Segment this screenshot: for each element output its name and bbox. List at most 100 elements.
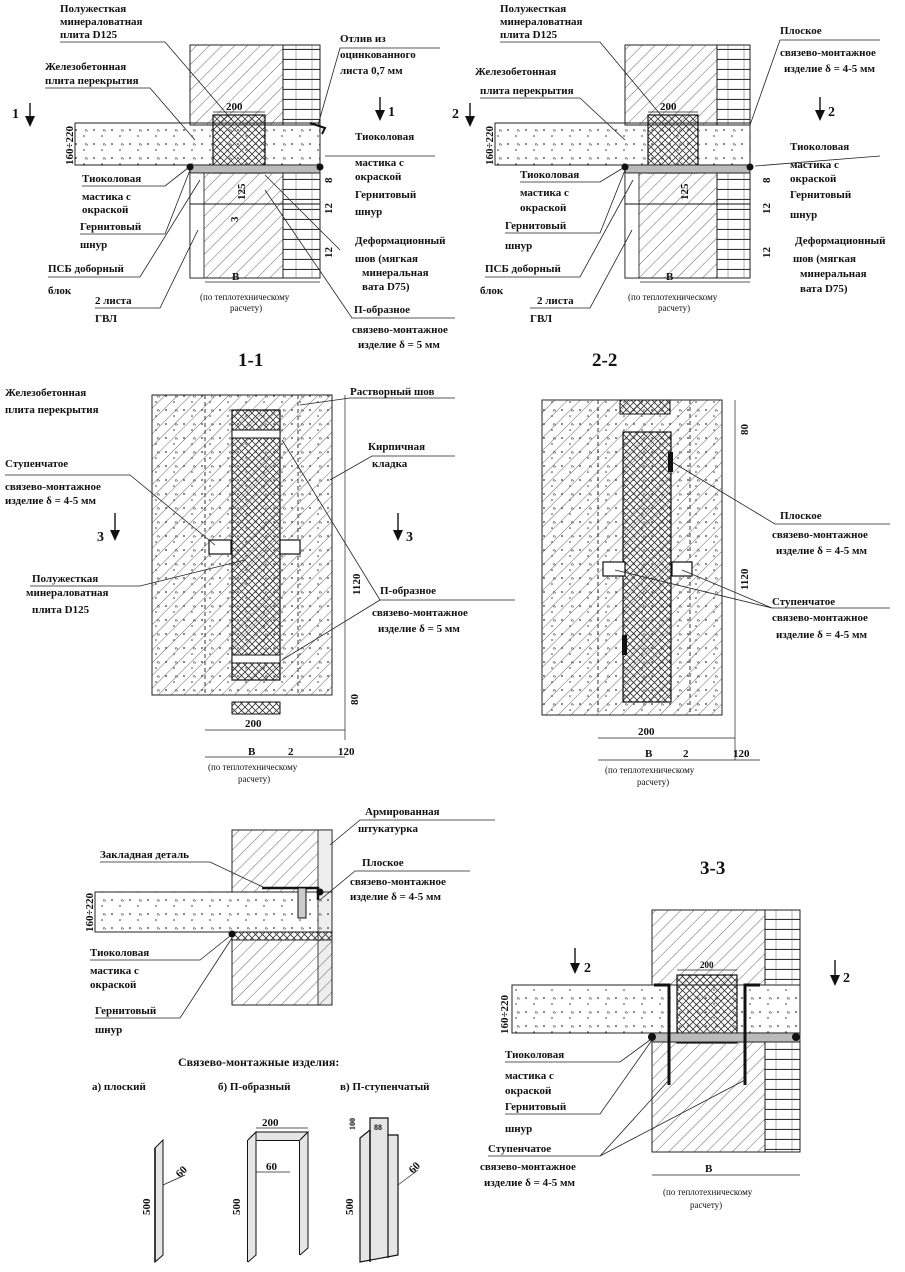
b-note-s33-line1: (по теплотехническому bbox=[663, 1187, 753, 1197]
svg-text:Плоское: Плоское bbox=[362, 857, 404, 869]
svg-text:Плоское: Плоское bbox=[780, 25, 822, 37]
label-psb-block-1: ПСБ доборный блок bbox=[48, 179, 201, 297]
svg-text:плита перекрытия: плита перекрытия bbox=[480, 85, 574, 97]
section-2-2: 2-2 80 1120 200 В 2 120 (по теплотехниче… bbox=[541, 350, 890, 787]
svg-text:окраской: окраской bbox=[520, 202, 567, 214]
dim-60c: 60 bbox=[407, 1160, 424, 1177]
svg-text:Железобетонная: Железобетонная bbox=[5, 387, 86, 399]
svg-text:окраской: окраской bbox=[82, 204, 129, 216]
svg-text:шов (мягкая: шов (мягкая bbox=[793, 253, 856, 265]
label-thiokol-s33: Тиоколовая мастика с окраской bbox=[505, 1039, 651, 1097]
label-hernit-right-1: Гернитовый шнур bbox=[355, 189, 417, 218]
label-flat-tie-3: Плоское связево-монтажное изделие δ = 4-… bbox=[319, 857, 470, 903]
label-u-tie-s11: П-образное связево-монтажное изделие δ =… bbox=[281, 439, 515, 661]
svg-text:Полужесткая: Полужесткая bbox=[32, 573, 98, 585]
svg-text:мастика с: мастика с bbox=[355, 157, 404, 169]
dim-b-s11: В bbox=[248, 746, 256, 758]
svg-text:Плоское: Плоское bbox=[780, 510, 822, 522]
dim-2-s11: 2 bbox=[288, 746, 294, 758]
gvl-sheets bbox=[189, 172, 205, 279]
dim-12a-2: 12 bbox=[761, 203, 773, 215]
svg-text:блок: блок bbox=[48, 285, 72, 297]
cut-mark-1-right: 1 bbox=[388, 105, 395, 120]
b-note-s33-line2: расчету) bbox=[690, 1200, 722, 1210]
svg-text:шнур: шнур bbox=[80, 239, 107, 251]
svg-text:мастика с: мастика с bbox=[790, 159, 839, 171]
svg-text:Железобетонная: Железобетонная bbox=[45, 61, 126, 73]
svg-text:шнур: шнур bbox=[95, 1024, 122, 1036]
cut-mark-2-s33-right: 2 bbox=[843, 971, 850, 986]
dim-120-s22: 120 bbox=[733, 748, 750, 760]
section-3-3-insulation bbox=[676, 974, 738, 1044]
svg-text:вата D75): вата D75) bbox=[362, 281, 410, 293]
section-1-1-title: 1-1 bbox=[238, 350, 263, 371]
tie-label-u-stepped: в) П-ступенчатый bbox=[340, 1081, 430, 1093]
svg-text:Гернитовый: Гернитовый bbox=[80, 221, 142, 233]
svg-text:минераловатная: минераловатная bbox=[60, 16, 143, 28]
section-3-3: 3-3 200 160÷220 В (по теплотехническому … bbox=[480, 858, 850, 1210]
dim-b-2: В bbox=[666, 271, 674, 283]
b-note-s22-line2: расчету) bbox=[637, 777, 669, 787]
dim-60a: 60 bbox=[174, 1164, 191, 1181]
label-mineral-slab-2: Полужесткая минераловатная плита D125 bbox=[500, 3, 666, 121]
label-gvl-2: 2 листа ГВЛ bbox=[530, 229, 633, 325]
svg-text:минераловатная: минераловатная bbox=[26, 587, 109, 599]
cut-mark-3-right: 3 bbox=[406, 530, 413, 545]
label-gvl-1: 2 листа ГВЛ bbox=[95, 229, 199, 325]
cut-mark-2-s33-left: 2 bbox=[584, 961, 591, 976]
svg-text:Тиоколовая: Тиоколовая bbox=[82, 173, 141, 185]
dim-200-2: 200 bbox=[660, 101, 677, 113]
dim-8: 8 bbox=[323, 177, 335, 183]
svg-text:Закладная деталь: Закладная деталь bbox=[100, 849, 189, 861]
svg-text:изделие δ = 4-5 мм: изделие δ = 4-5 мм bbox=[484, 1177, 576, 1189]
b-note-line1: (по теплотехническому bbox=[200, 292, 290, 302]
label-reinforced-plaster: Армированная штукатурка bbox=[329, 806, 495, 846]
label-deform-joint-1: Деформационный шов (мягкая минеральная в… bbox=[264, 174, 446, 293]
svg-text:связево-монтажное: связево-монтажное bbox=[772, 612, 868, 624]
mineral-wool-insert bbox=[212, 114, 266, 174]
svg-text:Ступенчатое: Ступенчатое bbox=[5, 458, 68, 470]
label-flat-tie-2: Плоское связево-монтажное изделие δ = 4-… bbox=[749, 25, 880, 126]
label-thiokol-right-2: Тиоколовая мастика с окраской bbox=[754, 141, 881, 185]
label-rc-slab-2: Железобетонная плита перекрытия bbox=[475, 66, 626, 141]
svg-text:изделие δ = 4-5 мм: изделие δ = 4-5 мм bbox=[776, 545, 868, 557]
label-hernit-s33: Гернитовый шнур bbox=[505, 1039, 653, 1135]
label-step-tie-s22: Ступенчатое связево-монтажное изделие δ … bbox=[614, 569, 890, 641]
label-hernit-3: Гернитовый шнур bbox=[95, 937, 233, 1036]
svg-text:Гернитовый: Гернитовый bbox=[505, 1101, 567, 1113]
detail-3: 160÷220 Армированная штукатурка Закладна… bbox=[84, 806, 495, 1036]
svg-text:Кирпичная: Кирпичная bbox=[368, 441, 425, 453]
dim-500b: 500 bbox=[231, 1198, 243, 1215]
dim-1120: 1120 bbox=[351, 573, 363, 595]
svg-text:связево-монтажное: связево-монтажное bbox=[352, 324, 448, 336]
svg-text:плита перекрытия: плита перекрытия bbox=[5, 404, 99, 416]
tie-label-u-shaped: б) П-образный bbox=[218, 1081, 291, 1093]
cut-mark-1-left: 1 bbox=[12, 107, 19, 122]
svg-text:ГВЛ: ГВЛ bbox=[530, 313, 553, 325]
step-tie-left bbox=[208, 539, 232, 555]
rc-slab bbox=[74, 122, 321, 166]
svg-text:штукатурка: штукатурка bbox=[358, 823, 418, 835]
svg-text:Гернитовый: Гернитовый bbox=[505, 220, 567, 232]
svg-text:изделие δ = 5 мм: изделие δ = 5 мм bbox=[378, 623, 460, 635]
flashing bbox=[309, 122, 327, 135]
section-2-2-insulation bbox=[622, 431, 672, 703]
dim-200: 200 bbox=[226, 101, 243, 113]
label-thiokol-3: Тиоколовая мастика с окраской bbox=[90, 935, 231, 991]
section-1-1: 1-1 1120 80 200 В 2 120 (по теплотехниче… bbox=[5, 350, 515, 784]
svg-text:связево-монтажное: связево-монтажное bbox=[372, 607, 468, 619]
dim-500c: 500 bbox=[344, 1198, 356, 1215]
svg-text:Ступенчатое: Ступенчатое bbox=[488, 1143, 551, 1155]
dim-200-s11: 200 bbox=[245, 718, 262, 730]
cut-mark-2-right: 2 bbox=[828, 105, 835, 120]
ties-title: Связево-монтажные изделия: bbox=[178, 1055, 339, 1069]
dim-125: 125 bbox=[236, 183, 248, 200]
svg-text:Армированная: Армированная bbox=[365, 806, 440, 818]
dim-12a: 12 bbox=[323, 203, 335, 215]
svg-text:минераловатная: минераловатная bbox=[500, 16, 583, 28]
svg-text:Железобетонная: Железобетонная bbox=[475, 66, 556, 78]
svg-text:Гернитовый: Гернитовый bbox=[95, 1005, 157, 1017]
svg-text:минеральная: минеральная bbox=[800, 268, 867, 280]
label-thiokol-left-2: Тиоколовая мастика с окраской bbox=[520, 167, 624, 214]
svg-text:изделие δ = 4-5 мм: изделие δ = 4-5 мм bbox=[5, 495, 97, 507]
